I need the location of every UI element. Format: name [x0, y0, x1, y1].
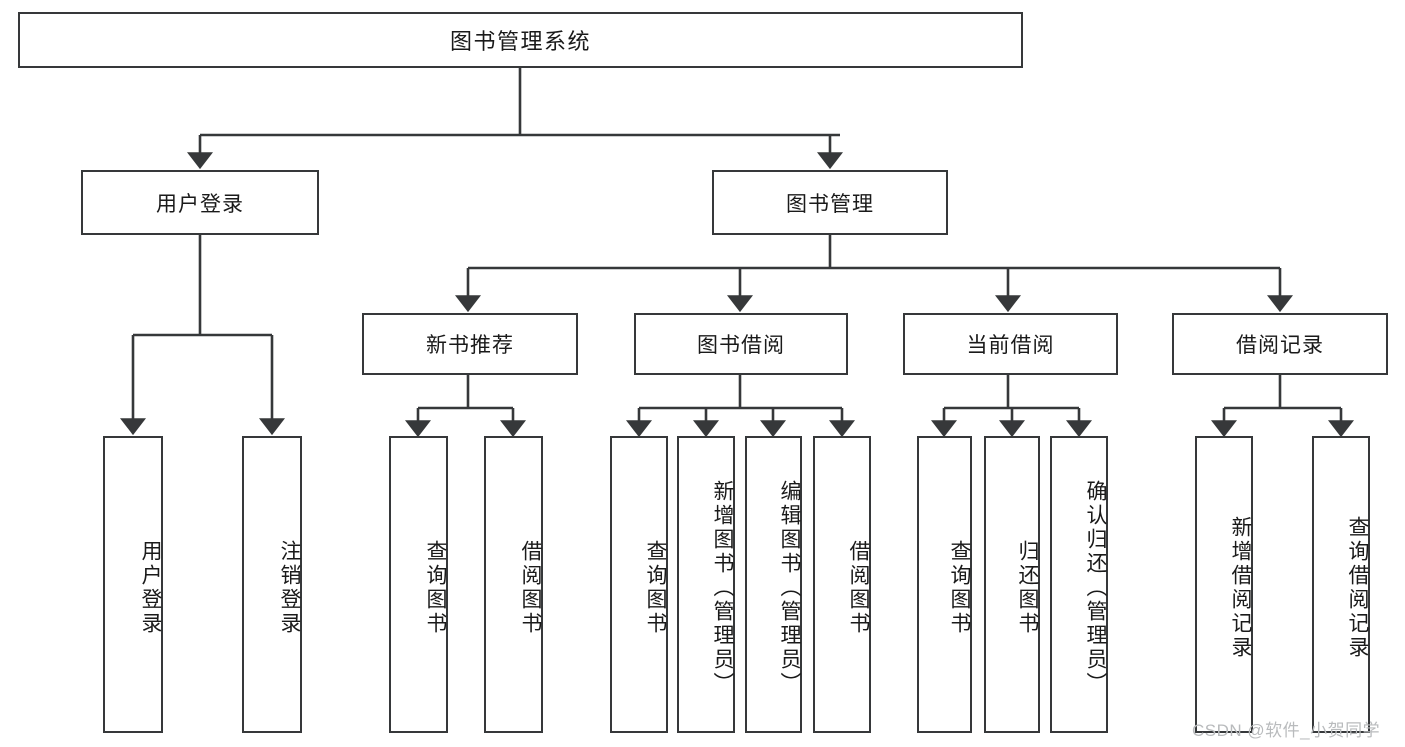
node-leaf-user-login[interactable]: 用户登录	[103, 436, 163, 733]
node-leaf-logout[interactable]: 注销登录	[242, 436, 302, 733]
node-leaf-edit-book[interactable]: 编辑图书（管理员）	[745, 436, 802, 733]
node-label: 用户登录	[139, 539, 162, 636]
node-leaf-query-record[interactable]: 查询借阅记录	[1312, 436, 1370, 733]
node-label: 当前借阅	[966, 334, 1055, 357]
node-leaf-borrow-book-1[interactable]: 借阅图书	[484, 436, 543, 733]
node-leaf-query-book-3[interactable]: 查询图书	[917, 436, 972, 733]
node-borrow-records[interactable]: 借阅记录	[1172, 313, 1388, 375]
node-label: 查询借阅记录	[1346, 515, 1369, 660]
node-label: 归还图书	[1016, 539, 1039, 636]
node-label: 编辑图书（管理员）	[778, 479, 801, 696]
node-label: 注销登录	[278, 539, 301, 636]
node-leaf-add-record[interactable]: 新增借阅记录	[1195, 436, 1253, 733]
node-user-login[interactable]: 用户登录	[81, 170, 319, 235]
node-label: 新书推荐	[426, 334, 514, 357]
node-label: 用户登录	[156, 192, 244, 216]
node-label: 图书借阅	[697, 334, 785, 357]
node-current-borrow[interactable]: 当前借阅	[903, 313, 1118, 375]
node-leaf-query-book-2[interactable]: 查询图书	[610, 436, 668, 733]
node-label: 确认归还（管理员）	[1084, 479, 1107, 696]
node-label: 查询图书	[424, 539, 447, 636]
node-label: 借阅图书	[847, 539, 870, 636]
node-label: 查询图书	[948, 539, 971, 636]
node-new-book-recommend[interactable]: 新书推荐	[362, 313, 578, 375]
node-label: 借阅图书	[519, 539, 542, 636]
node-label: 查询图书	[644, 539, 667, 636]
node-label: 图书管理	[786, 192, 874, 216]
node-book-borrow[interactable]: 图书借阅	[634, 313, 848, 375]
csdn-watermark: CSDN @软件_小贺同学	[1192, 721, 1381, 740]
node-label: 新增图书（管理员）	[711, 479, 734, 696]
node-leaf-borrow-book-2[interactable]: 借阅图书	[813, 436, 871, 733]
node-leaf-query-book-1[interactable]: 查询图书	[389, 436, 448, 733]
node-label: 借阅记录	[1236, 334, 1324, 357]
node-leaf-add-book[interactable]: 新增图书（管理员）	[677, 436, 735, 733]
node-label: 图书管理系统	[449, 29, 591, 54]
node-book-manage[interactable]: 图书管理	[712, 170, 948, 235]
node-leaf-confirm-return[interactable]: 确认归还（管理员）	[1050, 436, 1108, 733]
node-label: 新增借阅记录	[1229, 515, 1252, 660]
node-system-title[interactable]: 图书管理系统	[18, 12, 1023, 68]
node-leaf-return-book[interactable]: 归还图书	[984, 436, 1040, 733]
